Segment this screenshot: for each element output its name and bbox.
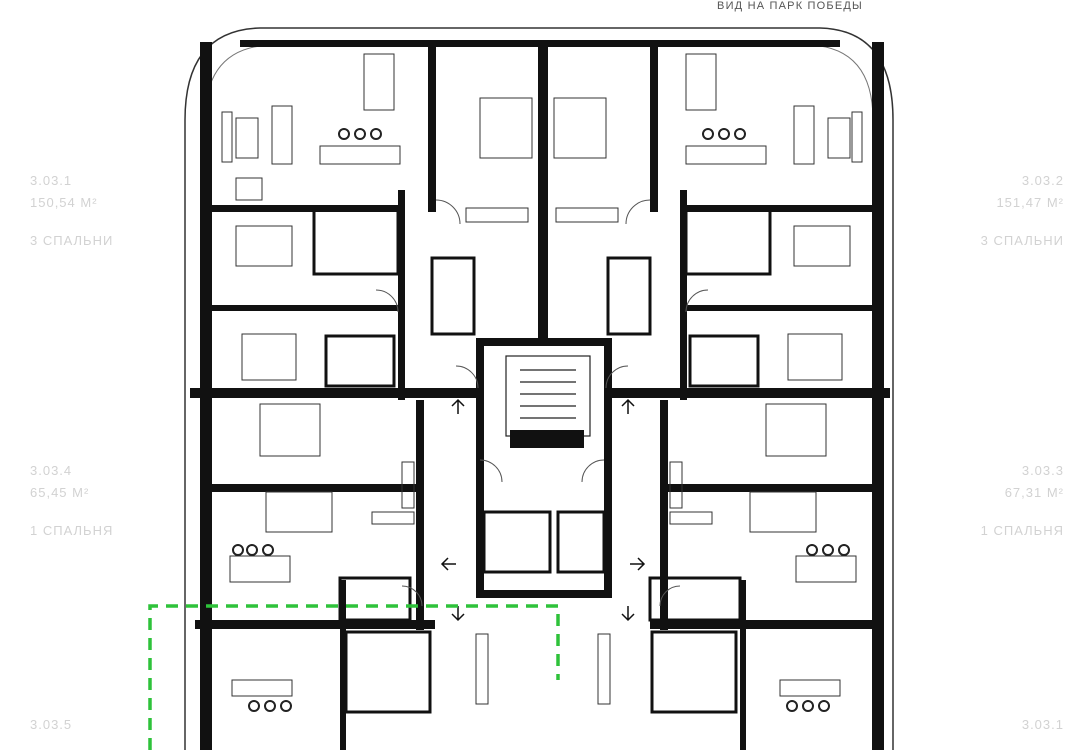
unit-id: 3.03.1 xyxy=(30,173,73,188)
elevator-shafts xyxy=(482,510,606,574)
unit-label-bottom-left: 3.03.5 xyxy=(30,714,72,736)
unit-area: 151,47 М² xyxy=(996,195,1064,210)
partition-walls xyxy=(340,42,746,750)
horizontal-walls xyxy=(190,205,890,629)
unit-label-top-right: 3.03.2 151,47 М² 3 СПАЛЬНИ xyxy=(981,170,1064,252)
highlighted-unit-outline xyxy=(148,604,560,750)
unit-label-mid-right: 3.03.3 67,31 М² 1 СПАЛЬНЯ xyxy=(981,460,1064,542)
unit-area: 150,54 М² xyxy=(30,195,98,210)
stair-landing xyxy=(510,430,584,448)
unit-id: 3.03.3 xyxy=(1021,463,1064,478)
unit-id: 3.03.2 xyxy=(1021,173,1064,188)
unit-area: 67,31 М² xyxy=(1004,485,1064,500)
unit-bedrooms: 1 СПАЛЬНЯ xyxy=(980,523,1064,538)
circulation-arrows xyxy=(440,398,646,622)
view-note: ВИД НА ПАРК ПОБЕДЫ xyxy=(717,0,863,12)
unit-id: 3.03.5 xyxy=(30,717,73,732)
unit-area: 65,45 М² xyxy=(30,485,90,500)
stair-core xyxy=(505,355,591,437)
door-swings xyxy=(375,199,709,607)
dining-chairs xyxy=(232,128,850,712)
unit-bedrooms: 3 СПАЛЬНИ xyxy=(30,233,114,248)
unit-id: 3.03.4 xyxy=(30,463,73,478)
building-outline xyxy=(184,27,894,750)
unit-bedrooms: 3 СПАЛЬНИ xyxy=(980,233,1064,248)
wardrobes xyxy=(371,207,713,705)
unit-id: 3.03.1 xyxy=(1021,717,1064,732)
unit-label-top-left: 3.03.1 150,54 М² 3 СПАЛЬНИ xyxy=(30,170,113,252)
unit-label-bottom-right: 3.03.1 xyxy=(1022,714,1064,736)
furniture xyxy=(221,53,863,697)
bathrooms xyxy=(312,208,772,714)
unit-label-mid-left: 3.03.4 65,45 М² 1 СПАЛЬНЯ xyxy=(30,460,113,542)
unit-bedrooms: 1 СПАЛЬНЯ xyxy=(30,523,114,538)
